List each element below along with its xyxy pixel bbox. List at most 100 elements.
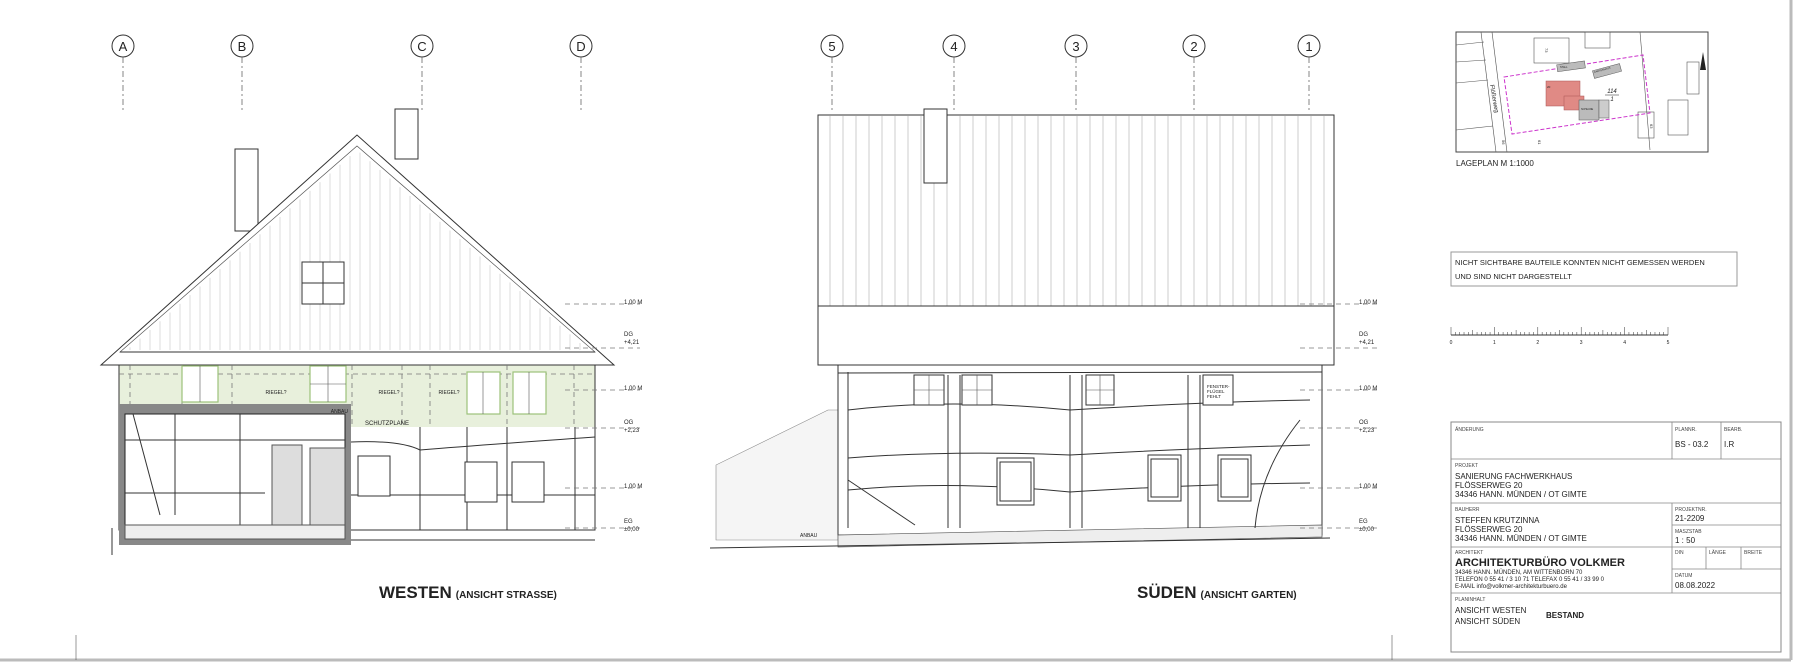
west-axis-A: A <box>111 34 135 110</box>
title-block: ÄNDERUNG PLANNR. BS - 03.2 BEARB. I.R PR… <box>1450 421 1782 653</box>
svg-text:BEARB.: BEARB. <box>1724 427 1742 433</box>
svg-text:SCHEUNE: SCHEUNE <box>1581 108 1594 111</box>
svg-text:FLÖSSERWEG 20: FLÖSSERWEG 20 <box>1455 481 1523 490</box>
scale-label: 2 <box>1536 340 1539 346</box>
facade <box>837 364 1323 536</box>
svg-text:3: 3 <box>1072 39 1079 54</box>
svg-text:ÄNDERUNG: ÄNDERUNG <box>1455 426 1484 433</box>
axis-label: B <box>238 39 247 54</box>
svg-text:E-MAIL info@volkmer-architekt: E-MAIL info@volkmer-architekturbuero.de <box>1455 584 1568 590</box>
gable-roof <box>99 134 616 366</box>
svg-text:1,00 M: 1,00 M <box>624 300 642 306</box>
window-note: FLÜGEL <box>1207 388 1225 394</box>
south-elevation: 5 4 3 2 1 ANBAU FENSTER- FLÜGEL FEHL <box>709 34 1335 549</box>
tarp-label: SCHUTZPLANE <box>365 421 409 427</box>
svg-text:+4,21: +4,21 <box>1359 340 1375 346</box>
south-axis-4: 4 <box>942 34 966 110</box>
svg-text:ANSICHT WESTEN: ANSICHT WESTEN <box>1455 606 1527 615</box>
west-axis-D: D <box>569 34 593 110</box>
garden-house <box>1592 63 1622 79</box>
svg-text:STALL: STALL <box>1560 66 1568 69</box>
svg-text:1: 1 <box>1610 97 1613 103</box>
svg-text:PLANNR.: PLANNR. <box>1675 427 1697 433</box>
svg-text:PROJEKT: PROJEKT <box>1455 463 1478 469</box>
svg-text:ANSICHT SÜDEN: ANSICHT SÜDEN <box>1455 617 1520 626</box>
svg-text:1,00 M: 1,00 M <box>1359 300 1377 306</box>
svg-text:34346 HANN. MÜNDEN, AM WITTENB: 34346 HANN. MÜNDEN, AM WITTENBORN 70 <box>1455 569 1583 576</box>
west-elevation: A B C D RIEGEL? RIEGEL? RIEGEL? <box>99 34 616 555</box>
svg-text:63: 63 <box>1649 124 1654 129</box>
svg-text:NICHT SICHTBARE BAUTEILE KONNT: NICHT SICHTBARE BAUTEILE KONNTEN NICHT G… <box>1455 258 1705 267</box>
chimney <box>394 108 419 160</box>
svg-text:±0,00: ±0,00 <box>1359 527 1375 533</box>
west-axis-B: B <box>230 34 254 110</box>
svg-text:1,00 M: 1,00 M <box>624 386 642 392</box>
south-axis-3: 3 <box>1064 34 1088 110</box>
svg-text:I.R: I.R <box>1724 440 1734 449</box>
svg-text:MASZSTAB: MASZSTAB <box>1675 529 1702 535</box>
svg-text:1: 1 <box>1305 39 1312 54</box>
svg-text:DIN: DIN <box>1675 550 1684 556</box>
south-level-markers: 1,00 M DG+4,21 1,00 M OG+2,23 1,00 M EG±… <box>1300 300 1380 533</box>
south-axis-2: 2 <box>1182 34 1206 110</box>
site-plan-caption: LAGEPLAN M 1:1000 <box>1456 159 1534 168</box>
chimney <box>923 108 948 184</box>
west-view-title: WESTEN(ANSICHT STRASSE) <box>379 583 557 602</box>
svg-text:LÄNGE: LÄNGE <box>1709 549 1727 556</box>
svg-text:EG: EG <box>624 519 633 525</box>
svg-text:56: 56 <box>1501 140 1506 145</box>
plan-number: BS - 03.2 <box>1675 440 1709 449</box>
svg-text:FLÖSSERWEG 20: FLÖSSERWEG 20 <box>1455 525 1523 534</box>
west-level-markers: 1,00 M DG+4,21 1,00 M OG+2,23 1,00 M EG±… <box>565 300 642 533</box>
svg-text:STEFFEN KRUTZINNA: STEFFEN KRUTZINNA <box>1455 516 1540 525</box>
scale-label: 4 <box>1623 340 1626 346</box>
svg-text:TELEFON 0 55 41 / 3 10 71 T: TELEFON 0 55 41 / 3 10 71 TELEFAX 0 55 4… <box>1455 577 1605 583</box>
axis-label: D <box>576 39 585 54</box>
stable <box>1556 60 1586 73</box>
annex-label: ANBAU <box>800 533 818 539</box>
svg-text:20: 20 <box>1547 85 1551 89</box>
axis-label: C <box>417 39 426 54</box>
roof <box>817 114 1335 366</box>
parcel-boundary <box>1503 54 1651 135</box>
gable-cladding <box>129 152 581 350</box>
plan-status: BESTAND <box>1546 611 1584 620</box>
svg-text:DG: DG <box>1359 332 1368 338</box>
ground-windows <box>357 455 545 503</box>
svg-text:ARCHITEKT: ARCHITEKT <box>1455 550 1483 556</box>
svg-text:61: 61 <box>1537 140 1542 145</box>
svg-text:DATUM: DATUM <box>1675 573 1692 579</box>
svg-text:1 : 50: 1 : 50 <box>1675 536 1696 545</box>
south-axis-5: 5 <box>820 34 844 110</box>
scale-label: 3 <box>1580 340 1583 346</box>
svg-text:+4,21: +4,21 <box>624 340 640 346</box>
window-note: FENSTER- <box>1207 384 1230 389</box>
roof-cladding <box>829 115 1325 306</box>
svg-text:5: 5 <box>828 39 835 54</box>
svg-text:1,00 M: 1,00 M <box>624 484 642 490</box>
svg-text:+2,23: +2,23 <box>1359 428 1375 434</box>
window-note: FEHLT <box>1207 394 1221 399</box>
svg-text:BREITE: BREITE <box>1744 550 1763 556</box>
svg-text:Flößerweg: Flößerweg <box>1488 84 1499 113</box>
svg-text:+2,23: +2,23 <box>624 428 640 434</box>
svg-text:2: 2 <box>1190 39 1197 54</box>
chimney <box>234 148 259 232</box>
south-view-title: SÜDEN(ANSICHT GARTEN) <box>1137 583 1297 602</box>
svg-text:PROJEKTNR.: PROJEKTNR. <box>1675 507 1707 513</box>
svg-text:114: 114 <box>1607 89 1617 95</box>
svg-text:EG: EG <box>1359 519 1368 525</box>
scale-label: 0 <box>1450 340 1453 346</box>
scale-bar: 0 1 2 3 4 5 <box>1450 327 1670 346</box>
svg-text:1,00 M: 1,00 M <box>1359 484 1377 490</box>
svg-text:ARCHITEKTURBÜRO VOLKMER: ARCHITEKTURBÜRO VOLKMER <box>1455 556 1625 569</box>
svg-text:OG: OG <box>624 420 634 426</box>
svg-text:4: 4 <box>950 39 957 54</box>
north-arrow-icon <box>1700 52 1706 70</box>
svg-text:SANIERUNG FACHWERKHAUS: SANIERUNG FACHWERKHAUS <box>1455 472 1572 481</box>
south-axis-1: 1 <box>1297 34 1321 110</box>
riegel-note: RIEGEL? <box>265 390 286 396</box>
scale-label: 1 <box>1493 340 1496 346</box>
riegel-note: RIEGEL? <box>378 390 399 396</box>
site-plan: Flößerweg STALL GARTENHAUS SCHEUNE 20 73… <box>1455 31 1709 168</box>
